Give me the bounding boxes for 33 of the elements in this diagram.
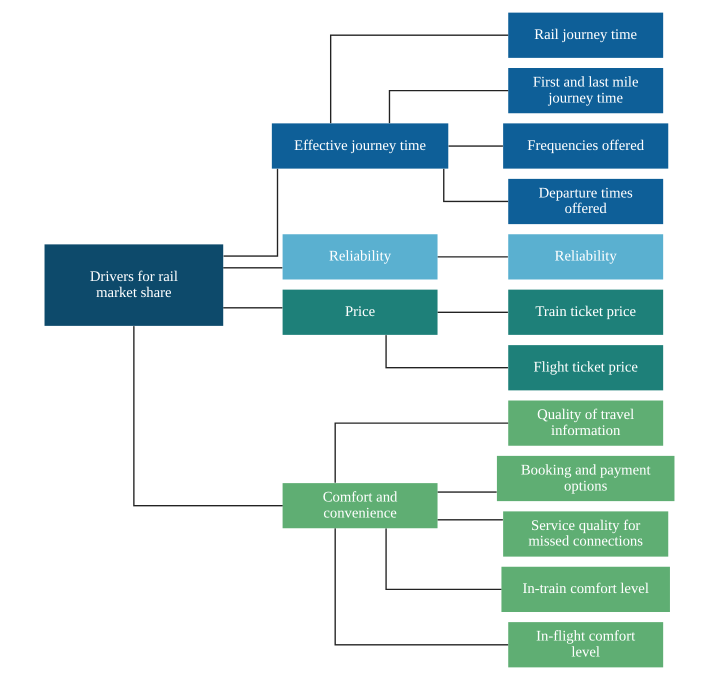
connector <box>385 335 508 368</box>
connector <box>438 312 508 313</box>
node-box: In-train comfort level <box>501 566 670 612</box>
node-box: Comfort and convenience <box>282 483 438 528</box>
node-box: Booking and payment options <box>496 456 674 502</box>
connector <box>133 326 283 506</box>
node-box: Price <box>282 290 438 335</box>
node-box: Drivers for rail market share <box>44 244 224 326</box>
node-box: Reliability <box>508 234 664 280</box>
connector <box>443 168 508 202</box>
node-box: First and last mile journey time <box>508 68 664 114</box>
connector <box>334 422 508 483</box>
node-box: In-flight comfort level <box>508 622 664 668</box>
node-box: Train ticket price <box>508 290 664 335</box>
connector <box>448 145 503 147</box>
node-box: Rail journey time <box>508 12 664 58</box>
connector <box>385 528 502 590</box>
connector <box>224 168 278 257</box>
connector <box>330 34 508 124</box>
node-box: Reliability <box>282 234 438 280</box>
connector <box>223 307 282 308</box>
connector <box>334 528 508 646</box>
node-box: Departure times offered <box>508 178 664 224</box>
connector <box>438 519 503 520</box>
connector <box>388 90 508 124</box>
node-box: Frequencies offered <box>503 123 668 169</box>
connector <box>438 256 508 258</box>
connector <box>438 491 497 493</box>
node-box: Quality of travel information <box>508 400 664 446</box>
node-box: Effective journey time <box>272 123 448 169</box>
node-box: Flight ticket price <box>508 345 664 390</box>
node-box: Service quality for missed connections <box>503 511 668 557</box>
connector <box>223 267 282 268</box>
